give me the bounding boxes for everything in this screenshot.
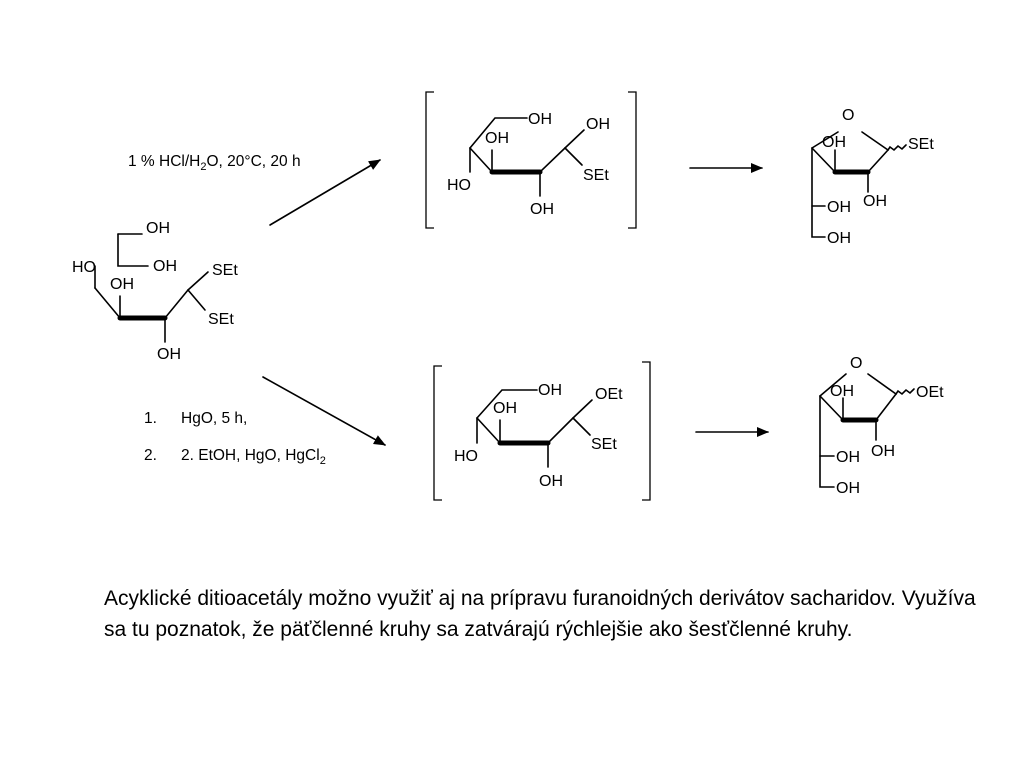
oh-label: OH bbox=[157, 346, 181, 363]
ho-label: HO bbox=[447, 177, 471, 194]
oh-label: OH bbox=[586, 116, 610, 133]
oet-label: OEt bbox=[595, 386, 623, 403]
caption-text: Acyklické ditioacetály možno využiť aj n… bbox=[104, 587, 976, 641]
starting-dithioacetal: HO OH OH OH OH SEt SEt bbox=[72, 220, 238, 363]
step-text: HgO, 5 h, bbox=[181, 410, 247, 427]
oh-label: OH bbox=[830, 383, 854, 400]
oh-label: OH bbox=[863, 193, 887, 210]
oh-label: OH bbox=[871, 443, 895, 460]
ring-oxygen-label: O bbox=[850, 355, 862, 372]
ho-label: HO bbox=[454, 448, 478, 465]
oh-label: OH bbox=[110, 276, 134, 293]
oh-label: OH bbox=[493, 400, 517, 417]
oh-label: OH bbox=[538, 382, 562, 399]
oh-label: OH bbox=[485, 130, 509, 147]
intermediate-hemithioacetal: HO OH OH OH SEt OH bbox=[425, 91, 637, 229]
reaction-arrow bbox=[269, 159, 381, 226]
step-number: 1. bbox=[144, 410, 157, 427]
set-label: SEt bbox=[591, 436, 617, 453]
ring-oxygen-label: O bbox=[842, 107, 854, 124]
step-number: 2. bbox=[144, 447, 157, 464]
set-label: SEt bbox=[208, 311, 234, 328]
oh-label: OH bbox=[827, 199, 851, 216]
oh-label: OH bbox=[836, 480, 860, 497]
oh-label: OH bbox=[153, 258, 177, 275]
reaction-arrow bbox=[262, 376, 386, 446]
reaction-2-conditions: 1. HgO, 5 h, 2. 2. EtOH, HgO, HgCl2 bbox=[144, 410, 326, 467]
reaction-1-conditions: 1 % HCl/H2O, 20°C, 20 h bbox=[128, 153, 301, 173]
set-label: SEt bbox=[908, 136, 934, 153]
ho-label: HO bbox=[72, 259, 96, 276]
oh-label: OH bbox=[822, 134, 846, 151]
set-label: SEt bbox=[212, 262, 238, 279]
oh-label: OH bbox=[146, 220, 170, 237]
oh-label: OH bbox=[836, 449, 860, 466]
oh-label: OH bbox=[528, 111, 552, 128]
intermediate-ethyl-hemithioacetal: HO OH OH OEt SEt OH bbox=[433, 361, 651, 501]
product-ethyl-furanoside: O OH OEt OH OH OH bbox=[819, 355, 944, 497]
reaction-scheme: HO OH OH OH OH SEt SEt 1 % HCl/H2O, 20°C… bbox=[72, 91, 944, 501]
oh-label: OH bbox=[539, 473, 563, 490]
oh-label: OH bbox=[530, 201, 554, 218]
oh-label: OH bbox=[827, 230, 851, 247]
step-text: 2. EtOH, HgO, HgCl2 bbox=[181, 447, 326, 467]
set-label: SEt bbox=[583, 167, 609, 184]
oet-label: OEt bbox=[916, 384, 944, 401]
product-thiofuranoside: O OH SEt OH OH OH bbox=[811, 107, 934, 247]
